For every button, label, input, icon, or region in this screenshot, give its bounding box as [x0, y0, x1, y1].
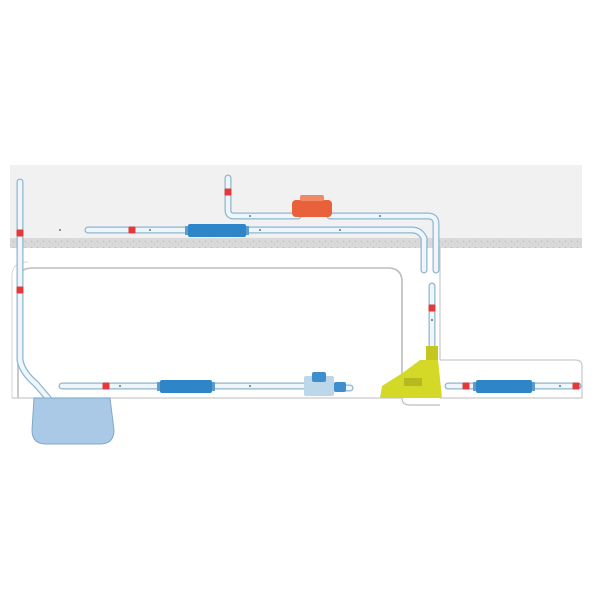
flow-arrow-0 [58, 228, 62, 232]
valve-icon [16, 286, 24, 294]
inline-unit-body [188, 224, 246, 237]
components-layer [16, 188, 580, 445]
valve-icon [572, 382, 580, 390]
valve-icon [224, 188, 232, 196]
flow-arrow-11 [430, 318, 434, 322]
pipe-top-drop [225, 175, 301, 219]
inline-cylinder-unit-icon [157, 380, 215, 393]
valve-icon [128, 226, 136, 234]
inline-unit-body [476, 380, 532, 393]
flow-arrow-6 [118, 384, 122, 388]
orange-pump-top [300, 195, 324, 201]
ceiling-slab [10, 238, 582, 248]
mini-pump-outlet [334, 382, 346, 392]
floor-line-right [439, 248, 583, 399]
valve-icon [102, 382, 110, 390]
mini-pump-motor [312, 372, 326, 382]
flow-arrow-7 [248, 384, 252, 388]
orange-pump-body [292, 200, 332, 217]
room-outline-left [17, 267, 403, 398]
flow-arrow-4 [248, 214, 252, 218]
flow-arrow-2 [258, 228, 262, 232]
flow-arrow-9 [558, 384, 562, 388]
tank-pump-icon [380, 346, 442, 398]
inline-unit-cap-right [212, 382, 215, 391]
inline-unit-cap-right [246, 226, 249, 235]
flow-arrow-5 [378, 214, 382, 218]
flow-arrow-1 [148, 228, 152, 232]
inline-unit-cap-right [532, 382, 535, 391]
inline-cylinder-unit-icon [473, 380, 535, 393]
condensate-pump-icon [292, 195, 332, 217]
mini-pump-icon [304, 372, 346, 396]
pipe-top-right [327, 213, 439, 273]
inline-unit-cap-left [473, 382, 476, 391]
inline-unit-body [160, 380, 212, 393]
room-outline-inner-left [11, 261, 29, 398]
inline-cylinder-unit-icon [185, 224, 249, 237]
pipe-upper-horizontal [85, 227, 427, 273]
inline-unit-cap-left [185, 226, 188, 235]
tank-body [31, 397, 115, 445]
inline-unit-cap-left [157, 382, 160, 391]
room-outline-right [401, 397, 440, 406]
valve-icon [16, 229, 24, 237]
pipe-left-riser [17, 179, 51, 401]
valve-icon [428, 304, 436, 312]
flow-arrow-3 [338, 228, 342, 232]
yellow-pump-panel [404, 378, 422, 386]
valve-icon [462, 382, 470, 390]
collection-tank-icon [31, 397, 115, 445]
mini-pump-housing [304, 376, 334, 396]
yellow-pump-head [426, 346, 438, 360]
